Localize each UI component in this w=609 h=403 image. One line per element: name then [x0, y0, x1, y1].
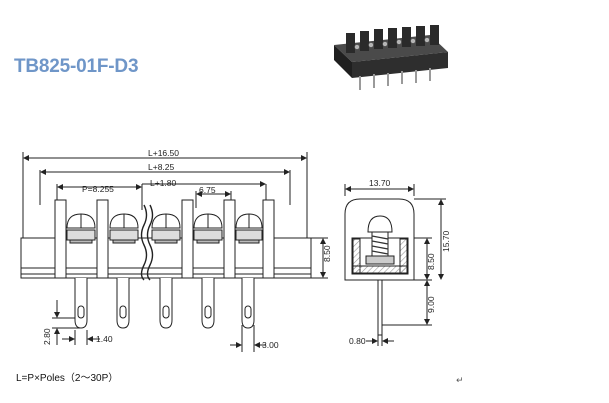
dim-side-width: 13.70: [369, 178, 391, 188]
dim-span: L+1.80: [150, 178, 177, 188]
product-title: TB825-01F-D3: [14, 56, 139, 77]
dim-side-body-height: 8.50: [426, 253, 436, 270]
dim-pin-slot: 3.00: [262, 340, 279, 350]
poles-formula: L=P×Poles（2～30P）: [16, 373, 119, 384]
dim-pitch: P=8.255: [82, 184, 114, 194]
dim-side-pin-thickness: 0.80: [349, 336, 366, 346]
paragraph-mark: ↵: [456, 376, 464, 386]
dim-body-length: L+8.25: [148, 162, 175, 172]
dim-pin-offset: 2.80: [42, 328, 52, 345]
dim-height: 8.50: [322, 245, 332, 262]
dim-side-pin-length: 9.00: [426, 296, 436, 313]
dim-overall-length: L+16.50: [148, 148, 179, 158]
dim-gap: 6.75: [199, 185, 216, 195]
dim-side-total-height: 15.70: [441, 230, 451, 252]
dim-pin-width: 1.40: [96, 334, 113, 344]
